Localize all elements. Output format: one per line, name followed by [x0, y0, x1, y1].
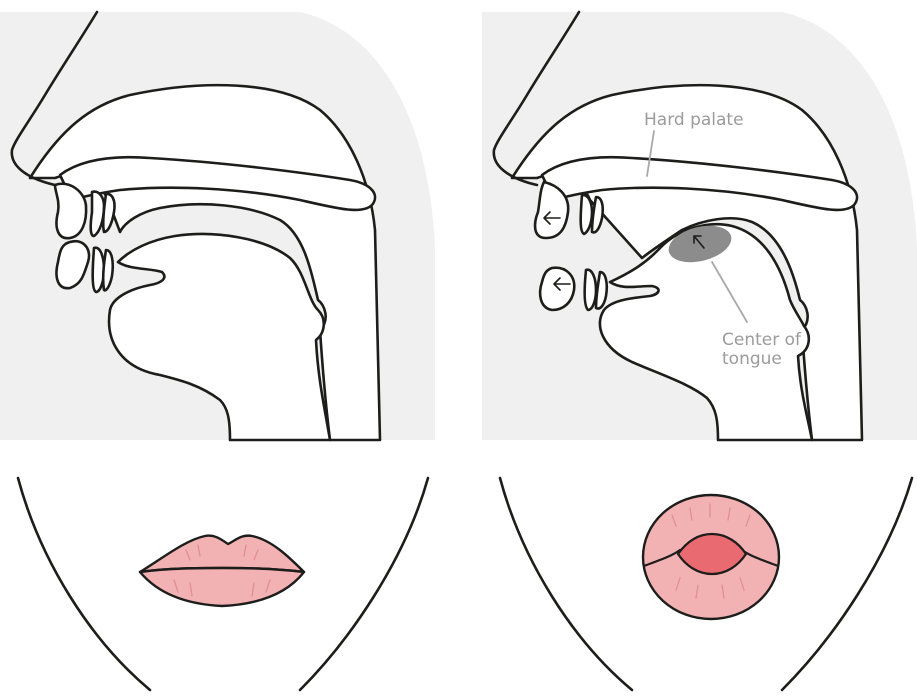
left-front-upper-lip — [140, 536, 304, 572]
right-side-profile: Hard palate Center of tongue — [482, 12, 917, 440]
right-front-face — [500, 478, 912, 690]
right-lower-teeth — [585, 270, 596, 310]
left-front-face — [18, 478, 428, 690]
hard-palate-label: Hard palate — [644, 110, 744, 130]
left-side-profile — [0, 12, 435, 440]
tongue-label-line1: Center of — [722, 330, 802, 350]
right-lower-lip — [540, 268, 574, 310]
left-upper-lip — [55, 184, 86, 238]
tongue-label-line2: tongue — [722, 349, 782, 369]
right-upper-teeth — [581, 195, 592, 234]
left-front-lower-lip — [140, 568, 304, 606]
